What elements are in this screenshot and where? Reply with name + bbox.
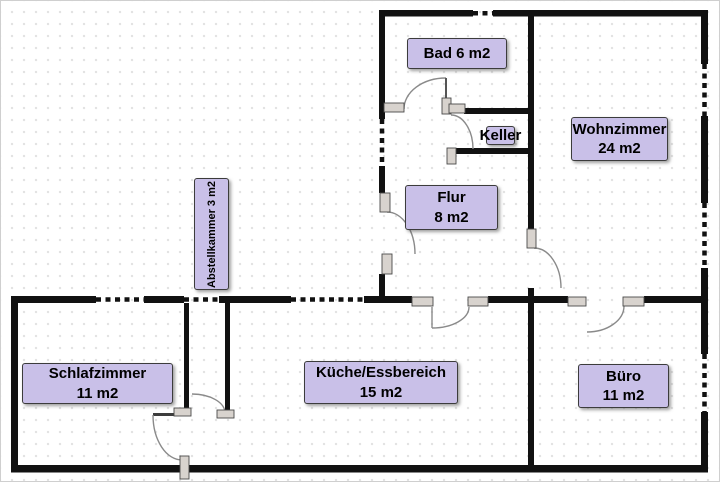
door-threshold <box>173 407 192 417</box>
room-name: Küche/Essbereich <box>315 364 447 381</box>
room-name: Schlafzimmer <box>48 365 147 382</box>
door-threshold <box>179 455 190 480</box>
room-label-kueche: Küche/Essbereich 15 m2 <box>304 361 458 404</box>
room-area: 15 m2 <box>359 383 403 401</box>
wall-segment <box>364 296 412 303</box>
wall-segment <box>464 108 528 114</box>
room-label-buero: Büro 11 m2 <box>578 364 669 408</box>
wall-segment <box>701 10 708 64</box>
door-threshold <box>526 228 537 249</box>
wall-segment <box>701 268 708 354</box>
wall-segment <box>701 116 708 203</box>
wall-segment <box>701 412 708 472</box>
door-threshold <box>622 296 645 307</box>
room-area: 11 m2 <box>76 384 119 402</box>
room-name: Bad 6 m2 <box>423 44 491 62</box>
wall-segment <box>488 296 528 303</box>
thresholds-layer <box>173 97 645 480</box>
room-name: Abstellkammer 3 m2 <box>205 180 218 288</box>
wall-segment <box>644 296 708 303</box>
room-name: Keller <box>479 126 522 144</box>
door-threshold <box>446 147 457 165</box>
door-swing-arc <box>431 306 470 329</box>
door-swing-arc <box>533 247 562 289</box>
door-threshold <box>448 103 466 114</box>
room-label-bad: Bad 6 m2 <box>407 38 507 69</box>
wall-segment <box>379 166 385 193</box>
door-threshold <box>383 102 405 113</box>
wall-segment <box>379 10 473 17</box>
door-threshold <box>411 296 434 307</box>
door-swing-arc <box>586 305 625 333</box>
door-threshold <box>216 409 235 419</box>
wall-segment <box>528 10 534 229</box>
room-label-keller: Keller <box>480 126 521 145</box>
room-name: Wohnzimmer <box>572 120 667 138</box>
wall-segment <box>11 296 96 303</box>
door-swing-arc <box>450 114 474 150</box>
door-threshold <box>379 192 391 213</box>
room-label-wohnzimmer: Wohnzimmer 24 m2 <box>571 117 668 161</box>
wall-segment <box>534 296 568 303</box>
wall-segment <box>11 296 18 472</box>
wall-segment <box>493 10 708 17</box>
room-area: 11 m2 <box>602 387 645 404</box>
windows-layer <box>96 10 707 412</box>
room-area: 8 m2 <box>434 208 469 226</box>
door-swing-arc <box>152 414 183 461</box>
walls-layer <box>11 10 708 473</box>
door-threshold <box>467 296 489 307</box>
wall-segment <box>219 296 291 303</box>
wall-segment <box>144 296 184 303</box>
room-name: Büro <box>606 367 641 385</box>
room-name: Flur <box>437 189 466 206</box>
room-label-abstellkammer: Abstellkammer 3 m2 <box>194 178 229 290</box>
wall-segment <box>528 288 534 465</box>
room-label-schlafzimmer: Schlafzimmer 11 m2 <box>22 363 173 404</box>
wall-segment <box>11 465 708 473</box>
door-threshold <box>567 296 587 307</box>
door-threshold <box>381 253 393 275</box>
wall-segment <box>453 148 528 154</box>
door-swing-arc <box>403 77 447 110</box>
wall-segment <box>379 10 385 119</box>
room-area: 24 m2 <box>598 140 641 157</box>
wall-segment <box>379 274 385 299</box>
wall-segment <box>184 303 189 409</box>
wall-segment <box>153 413 174 416</box>
wall-segment <box>225 303 230 411</box>
room-label-flur: Flur 8 m2 <box>405 185 498 230</box>
